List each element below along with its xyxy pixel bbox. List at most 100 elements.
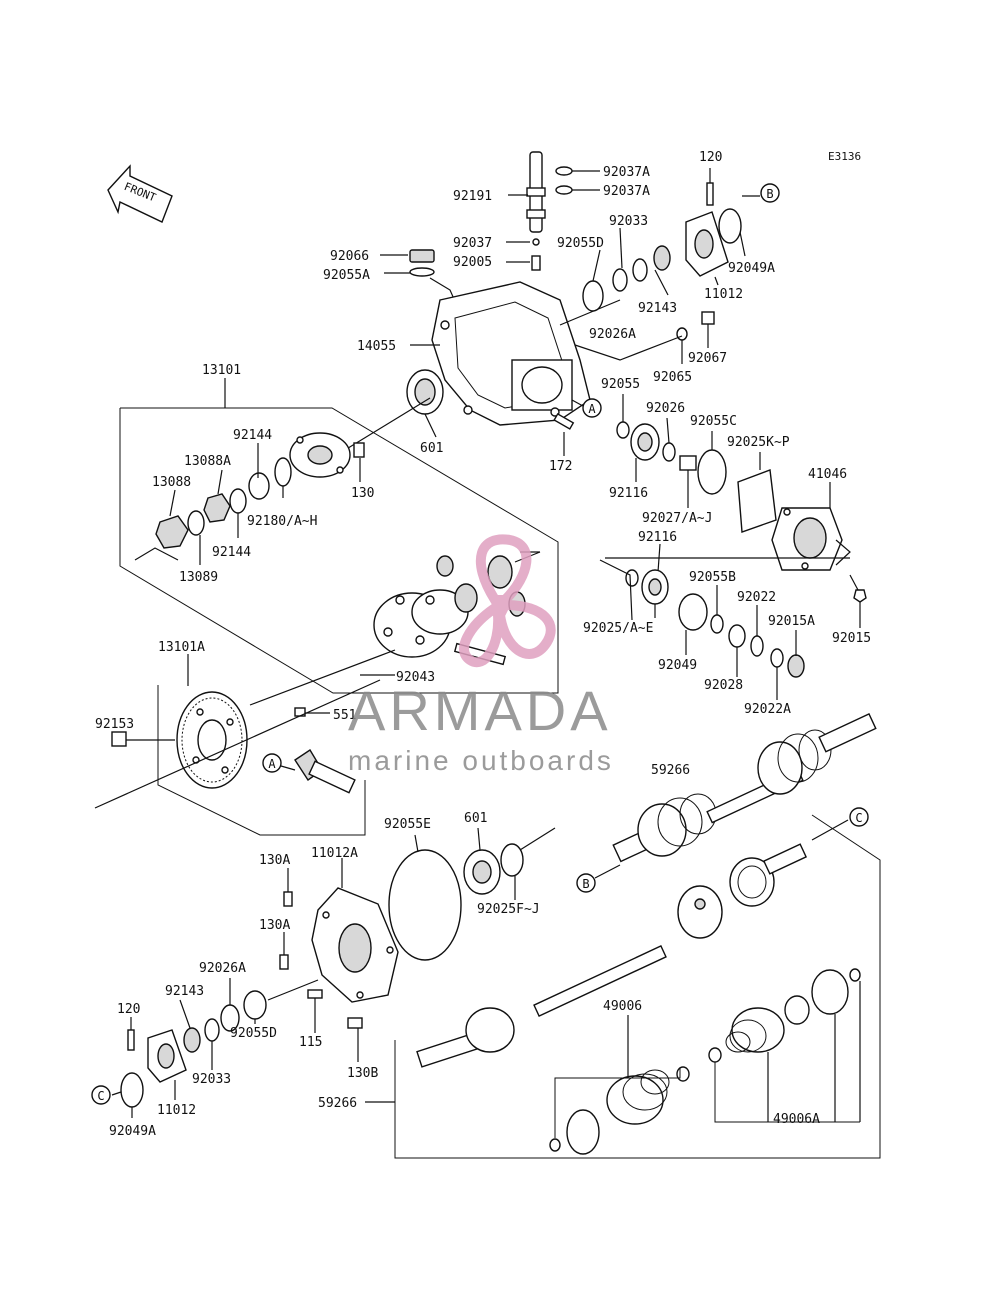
oil-seal-shape bbox=[678, 593, 708, 631]
part-label: 11012A bbox=[311, 846, 358, 861]
part-label: 13101 bbox=[202, 363, 241, 378]
part-label: 92143 bbox=[638, 301, 677, 316]
stud-shape bbox=[553, 412, 575, 430]
clip-shape bbox=[708, 1047, 722, 1063]
part-label: 551 bbox=[333, 708, 356, 723]
collar-shape bbox=[728, 624, 746, 648]
gasket-shape bbox=[737, 469, 777, 533]
bushing-shape bbox=[750, 635, 764, 657]
shim-shape bbox=[500, 843, 524, 877]
part-label: 92033 bbox=[609, 214, 648, 229]
part-label: 92005 bbox=[453, 255, 492, 270]
diff-flange-shape bbox=[289, 432, 351, 478]
part-label: 92144 bbox=[233, 428, 272, 443]
part-label: 13088A bbox=[184, 454, 231, 469]
part-label: 130 bbox=[351, 486, 374, 501]
callout-a-bottom: A bbox=[262, 753, 282, 773]
part-label: 92144 bbox=[212, 545, 251, 560]
part-label: 172 bbox=[549, 459, 572, 474]
clip-shape bbox=[676, 1066, 690, 1082]
clip-shape bbox=[549, 1138, 561, 1152]
washer-shape bbox=[187, 510, 205, 536]
svg-text:A: A bbox=[268, 757, 276, 771]
svg-text:C: C bbox=[855, 811, 862, 825]
part-label: 92055D bbox=[557, 236, 604, 251]
propeller-logo-icon bbox=[459, 534, 556, 668]
bolt-shape bbox=[347, 1017, 363, 1029]
front-arrow-icon: FRONT bbox=[107, 164, 173, 223]
o-ring-shape bbox=[710, 614, 724, 634]
part-label: 92049A bbox=[728, 261, 775, 276]
part-label: 92015A bbox=[768, 614, 815, 629]
breather-tube-shape bbox=[526, 151, 546, 233]
part-label: 49006A bbox=[773, 1112, 820, 1127]
part-label: 92049 bbox=[658, 658, 697, 673]
part-label: 92037 bbox=[453, 236, 492, 251]
bearing-housing-shape bbox=[685, 211, 729, 277]
part-label: 92033 bbox=[192, 1072, 231, 1087]
axle-housing-shape bbox=[771, 507, 843, 571]
part-label: 92026A bbox=[199, 961, 246, 976]
snap-ring-shape bbox=[183, 1027, 201, 1053]
bearing-shape bbox=[406, 369, 444, 415]
part-label: 92015 bbox=[832, 631, 871, 646]
part-label: 92066 bbox=[330, 249, 369, 264]
drain-plug-shape bbox=[701, 311, 715, 325]
part-label: 92049A bbox=[109, 1124, 156, 1139]
o-ring-shape bbox=[697, 449, 727, 495]
o-ring-shape bbox=[582, 280, 604, 312]
o-ring-shape bbox=[243, 990, 267, 1020]
bearing-housing-shape bbox=[147, 1029, 187, 1083]
callout-c-bottom: C bbox=[91, 1085, 111, 1105]
svg-text:A: A bbox=[588, 402, 596, 416]
part-label: 92037A bbox=[603, 184, 650, 199]
svg-text:B: B bbox=[582, 877, 589, 891]
part-label: 92065 bbox=[653, 370, 692, 385]
cv-boot-shape bbox=[606, 1007, 785, 1125]
watermark: ARMADA marine outboards bbox=[348, 534, 612, 776]
part-label: 92022 bbox=[737, 590, 776, 605]
part-label: 14055 bbox=[357, 339, 396, 354]
breather-cap-shape bbox=[409, 249, 435, 277]
watermark-title: ARMADA bbox=[348, 679, 612, 742]
part-label: 120 bbox=[699, 150, 722, 165]
part-label: 92055 bbox=[601, 377, 640, 392]
ring-gear-shape bbox=[176, 691, 248, 789]
callout-c-top: C bbox=[849, 807, 869, 827]
part-label: 92043 bbox=[396, 670, 435, 685]
clamp-shape bbox=[555, 166, 573, 195]
washer-shape bbox=[248, 472, 270, 500]
part-label: 92143 bbox=[165, 984, 204, 999]
spacer-shape bbox=[204, 1018, 220, 1042]
part-label: 13089 bbox=[179, 570, 218, 585]
bolt-shape bbox=[127, 1029, 135, 1051]
svg-text:B: B bbox=[766, 187, 773, 201]
part-label: 92116 bbox=[638, 530, 677, 545]
bearing-shape bbox=[463, 849, 501, 895]
nut-shape bbox=[203, 493, 231, 523]
bolt-shape bbox=[283, 891, 293, 907]
part-label: 92055E bbox=[384, 817, 431, 832]
part-label: 41046 bbox=[808, 467, 847, 482]
drive-shaft-shape bbox=[612, 712, 877, 863]
rear-cover-shape bbox=[311, 887, 399, 1003]
part-label: 92026A bbox=[589, 327, 636, 342]
part-label: 49006 bbox=[603, 999, 642, 1014]
part-label: 92055C bbox=[690, 414, 737, 429]
part-labels: 92037A 92037A 92191 120 92037 92033 9200… bbox=[95, 150, 871, 1139]
bearing-shape bbox=[641, 569, 669, 605]
clip-shape bbox=[849, 968, 861, 982]
part-label: 92055D bbox=[230, 1026, 277, 1041]
boot-band-shape bbox=[784, 995, 810, 1025]
part-label: 92055A bbox=[323, 268, 370, 283]
part-label: 92191 bbox=[453, 189, 492, 204]
oil-seal-shape bbox=[718, 208, 742, 244]
spacer-shape bbox=[632, 258, 648, 282]
washer-shape bbox=[229, 488, 247, 514]
bolt-shape bbox=[706, 182, 714, 206]
svg-text:C: C bbox=[97, 1089, 104, 1103]
part-label: 92026 bbox=[646, 401, 685, 416]
o-ring-shape bbox=[616, 421, 630, 439]
part-label: 92180/A~H bbox=[247, 514, 317, 529]
